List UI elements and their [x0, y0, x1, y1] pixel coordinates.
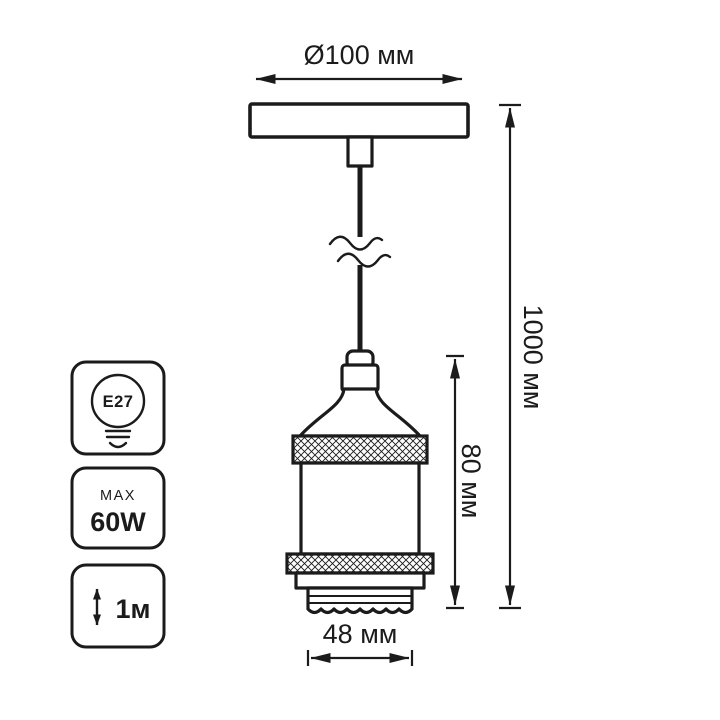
dimension-diameter: Ø100 мм [255, 40, 463, 84]
bulb-icon [90, 373, 146, 449]
pendant-lamp-drawing [248, 102, 470, 615]
cable-break-icon [328, 235, 392, 268]
badge-socket-type-label: E27 [103, 393, 134, 411]
badge-max-power: MAX 60W [70, 466, 166, 550]
dim-socket-width-label: 48 мм [323, 619, 398, 649]
socket-dome [298, 387, 422, 438]
socket-thread-skirt [306, 586, 414, 615]
badge-max-label: MAX [100, 488, 136, 504]
badge-cable-length-frame [70, 563, 166, 649]
dim-diameter-label: Ø100 мм [304, 40, 415, 70]
socket-flange-ring [285, 552, 435, 575]
socket-neck [340, 363, 380, 393]
badge-socket-type-frame [70, 360, 166, 456]
badge-cable-length-value: 1м [116, 594, 151, 624]
dim-total-label: 1000 мм [518, 305, 548, 410]
dimension-socket-height: 80 мм [446, 354, 486, 610]
badge-max-power-frame [70, 466, 166, 550]
badge-cable-length: 1м [70, 563, 166, 649]
badge-max-power-value: 60W [90, 507, 146, 537]
socket-band [294, 571, 426, 590]
dim-socket-height-label: 80 мм [456, 444, 486, 519]
socket-body [299, 461, 421, 556]
ceiling-plate [248, 102, 470, 139]
cable [328, 166, 392, 352]
cable-grip [346, 135, 374, 168]
socket-knurl-ring [291, 434, 429, 465]
dimension-socket-width: 48 мм [306, 619, 414, 666]
dimension-total-height: 1000 мм [499, 103, 548, 610]
lamp-socket [285, 349, 435, 615]
badge-socket-type: E27 [70, 360, 166, 456]
